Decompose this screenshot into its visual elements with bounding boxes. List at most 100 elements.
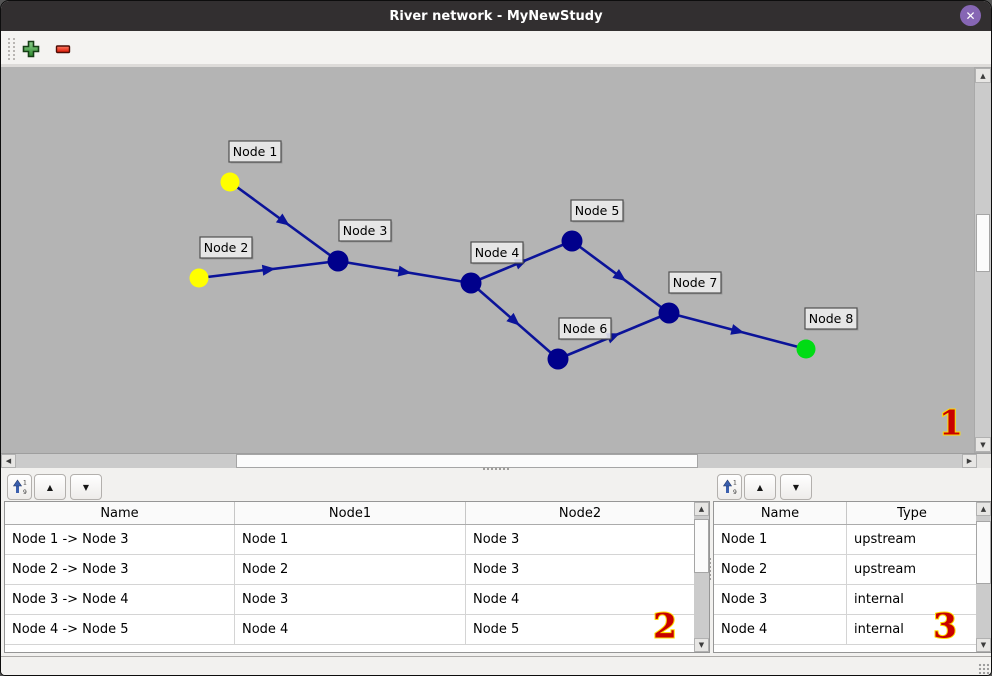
node-label-box[interactable] — [338, 219, 392, 242]
column-header[interactable]: Node1 — [235, 502, 466, 524]
toolbar-drag-handle[interactable] — [8, 38, 15, 60]
links-table-scrollbar[interactable]: ▲ ▼ — [694, 502, 709, 652]
node-label: Node 6 — [563, 321, 608, 336]
node-label-box[interactable] — [558, 317, 612, 340]
remove-node-button[interactable] — [53, 39, 73, 59]
node-node5[interactable] — [561, 230, 583, 252]
node-label: Node 3 — [343, 223, 388, 238]
triangle-down-icon: ▼ — [792, 482, 800, 492]
links-scroll-thumb[interactable] — [694, 519, 709, 573]
edge-arrow-icon — [261, 264, 276, 276]
plus-icon — [22, 40, 40, 58]
node-node2[interactable] — [189, 268, 209, 288]
node-node1[interactable] — [220, 172, 240, 192]
nodes-scroll-thumb[interactable] — [976, 521, 991, 584]
scroll-left-button[interactable]: ◀ — [1, 454, 16, 468]
scroll-up-icon: ▲ — [980, 505, 987, 513]
table-cell: Node 3 -> Node 4 — [5, 585, 235, 614]
scroll-down-button[interactable]: ▼ — [694, 638, 709, 652]
node-node3[interactable] — [327, 250, 349, 272]
node-label: Node 2 — [204, 240, 249, 255]
table-cell: Node 3 — [235, 585, 466, 614]
nodes-sort-button[interactable]: 1 9 — [717, 474, 742, 500]
links-move-down-button[interactable]: ▼ — [70, 474, 102, 500]
node-label: Node 1 — [233, 144, 278, 159]
scrollbar-corner — [977, 454, 991, 468]
table-cell: Node 4 — [235, 615, 466, 644]
node-label: Node 5 — [575, 203, 620, 218]
canvas-hscroll-thumb[interactable] — [236, 454, 698, 468]
node-node6[interactable] — [547, 348, 569, 370]
node-label-box[interactable] — [668, 271, 722, 294]
nodes-move-up-button[interactable]: ▲ — [744, 474, 776, 500]
table-cell: Node 3 — [466, 525, 695, 554]
sort-ascending-icon: 1 9 — [12, 479, 27, 495]
column-header[interactable]: Type — [847, 502, 978, 524]
edge-arrow-icon — [275, 213, 290, 226]
node-node8[interactable] — [796, 339, 816, 359]
edge-arrow-icon — [397, 265, 412, 277]
partial-row — [714, 645, 978, 652]
scroll-right-button[interactable]: ▶ — [962, 454, 977, 468]
table-cell: upstream — [847, 525, 978, 554]
table-cell: Node 1 -> Node 3 — [5, 525, 235, 554]
scroll-up-button[interactable]: ▲ — [694, 502, 709, 516]
edge-arrow-icon — [506, 312, 520, 326]
column-header[interactable]: Node2 — [466, 502, 695, 524]
scroll-down-button[interactable]: ▼ — [976, 638, 991, 652]
node-label-box[interactable] — [199, 236, 253, 259]
close-icon: ✕ — [965, 8, 976, 23]
node-label-box[interactable] — [470, 241, 524, 264]
partial-row — [5, 645, 695, 652]
table-cell: Node 4 -> Node 5 — [5, 615, 235, 644]
add-node-button[interactable] — [21, 39, 41, 59]
scroll-down-icon: ▼ — [980, 440, 986, 449]
links-sort-button[interactable]: 1 9 — [7, 474, 32, 500]
column-header[interactable]: Name — [714, 502, 847, 524]
canvas-vscroll-thumb[interactable] — [976, 214, 990, 272]
titlebar: River network - MyNewStudy ✕ — [1, 1, 991, 31]
table-cell: Node 1 — [235, 525, 466, 554]
links-move-up-button[interactable]: ▲ — [34, 474, 66, 500]
canvas-vertical-scrollbar[interactable]: ▲ ▼ — [974, 67, 991, 453]
scroll-down-button[interactable]: ▼ — [975, 437, 991, 452]
node-node4[interactable] — [460, 272, 482, 294]
table-cell: Node 1 — [714, 525, 847, 554]
resize-grip[interactable] — [978, 663, 989, 674]
horizontal-splitter-handle[interactable] — [483, 468, 509, 474]
scroll-up-button[interactable]: ▲ — [976, 502, 991, 516]
canvas-horizontal-scrollbar[interactable]: ◀ ▶ — [1, 453, 991, 468]
node-label-box[interactable] — [570, 199, 624, 222]
nodes-move-down-button[interactable]: ▼ — [780, 474, 812, 500]
node-label-box[interactable] — [804, 307, 858, 330]
table-cell: upstream — [847, 555, 978, 584]
scroll-down-icon: ▼ — [980, 641, 987, 649]
node-label-box[interactable] — [228, 140, 282, 163]
scroll-up-button[interactable]: ▲ — [975, 68, 991, 83]
node-node7[interactable] — [658, 302, 680, 324]
vertical-splitter-handle[interactable] — [709, 558, 715, 580]
status-bar — [1, 656, 991, 675]
edge-arrow-icon — [612, 269, 627, 282]
column-header[interactable]: Name — [5, 502, 235, 524]
table-cell: Node 3 — [466, 555, 695, 584]
scroll-left-icon: ◀ — [5, 457, 12, 465]
table-cell: internal — [847, 585, 978, 614]
close-button[interactable]: ✕ — [960, 5, 981, 26]
nodes-table-scrollbar[interactable]: ▲ ▼ — [976, 502, 991, 652]
triangle-up-icon: ▲ — [46, 482, 54, 492]
table-cell: internal — [847, 615, 978, 644]
